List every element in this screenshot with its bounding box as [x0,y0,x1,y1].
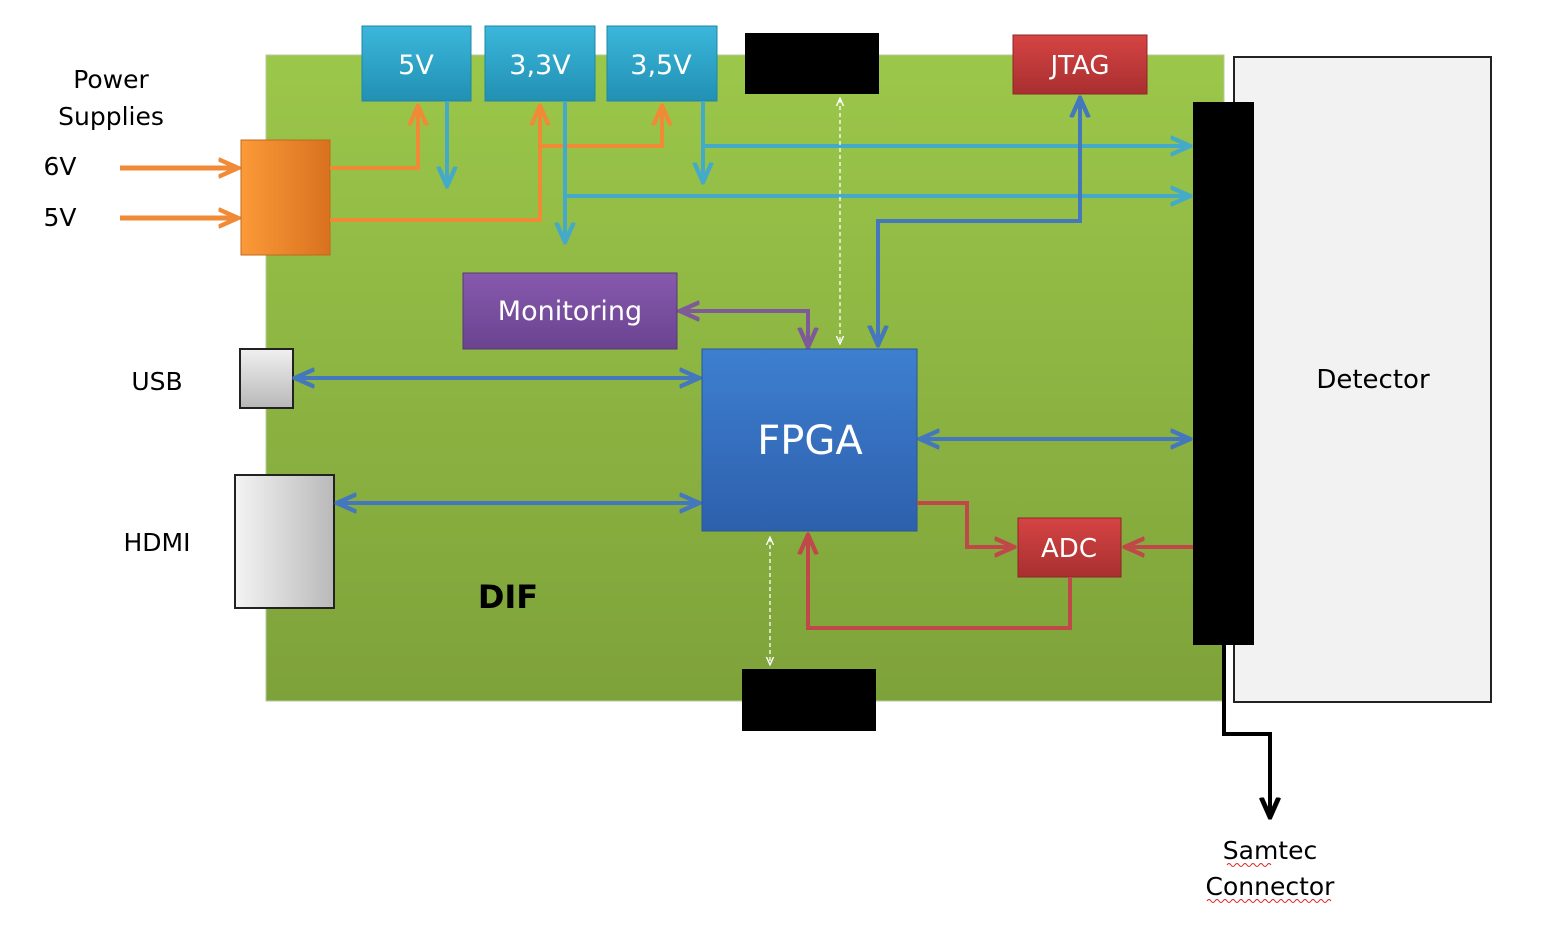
regulator-3v3-label: 3,3V [509,50,571,81]
top-connector-block [745,33,879,94]
adc-label: ADC [1041,534,1097,564]
detector-connector [1193,102,1254,645]
power-supplies-label-line2: Supplies [58,102,164,131]
usb-port [239,348,294,409]
monitoring-block: Monitoring [462,272,678,350]
adc-block: ADC [1017,517,1122,578]
regulator-5v-label: 5V [398,50,434,81]
regulator-5v: 5V [361,25,472,102]
spellcheck-underline [1226,863,1272,867]
power-line-to-5v [330,108,418,170]
power-line-to-3v5 [540,108,662,148]
samtec-line [1222,645,1270,815]
power-supplies-label-line1: Power [73,65,149,94]
power-input-block [240,139,331,256]
monitoring-fpga-link [682,311,808,345]
hdmi-port [234,474,335,609]
bottom-connector-block [742,669,876,731]
samtec-label-line2: Connector [1206,872,1336,901]
input-6v-label: 6V [43,152,76,181]
usb-label: USB [131,367,182,396]
samtec-label-line1: Samtec [1223,836,1317,865]
jtag-fpga-link [878,100,1080,343]
regulator-3v5: 3,5V [606,25,718,102]
spellcheck-underline [1206,899,1332,903]
jtag-label: JTAG [1048,51,1109,81]
hdmi-label: HDMI [124,528,191,557]
detector-box [1233,56,1492,703]
fpga-to-adc-link [917,501,1012,547]
fpga-label: FPGA [757,418,863,464]
dif-label: DIF [478,578,538,616]
regulator-3v5-label: 3,5V [630,50,692,81]
regulator-3v3: 3,3V [484,25,596,102]
jtag-block: JTAG [1012,34,1148,95]
fpga-block: FPGA [701,348,918,532]
adc-to-fpga-link [808,537,1072,630]
monitoring-label: Monitoring [498,296,642,327]
detector-label: Detector [1316,365,1430,395]
input-5v-label: 5V [43,203,76,232]
